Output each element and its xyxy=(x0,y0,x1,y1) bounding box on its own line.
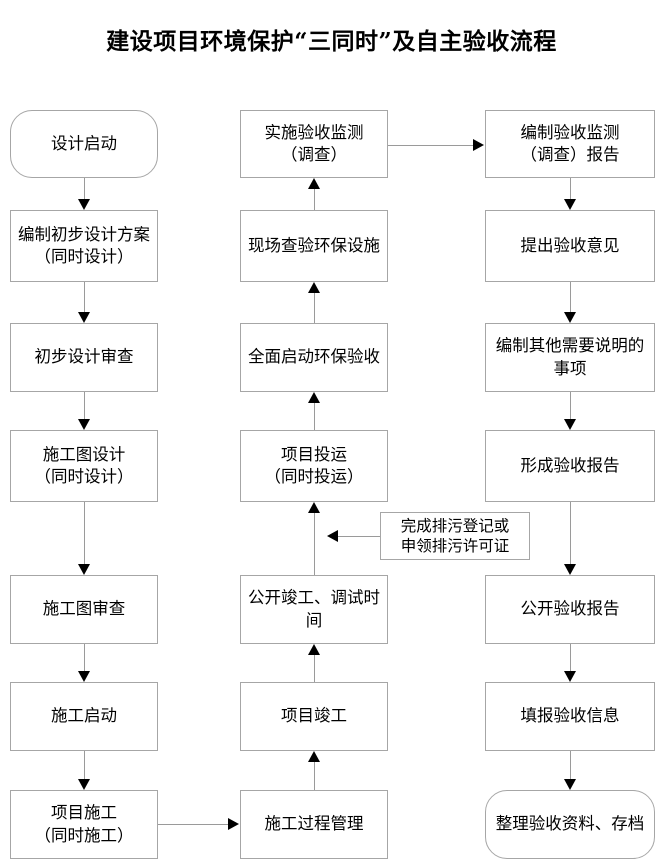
edge-m6-m5-line xyxy=(314,655,315,682)
edge-r3-r4-line xyxy=(570,392,571,419)
node-implement-acceptance-monitoring[interactable]: 实施验收监测 （调查） xyxy=(240,110,388,178)
edge-r5-r6-arrow-down-icon xyxy=(564,671,576,682)
edge-m2-m1-line xyxy=(314,189,315,210)
node-publish-completion-commissioning-time[interactable]: 公开竣工、调试时间 xyxy=(240,575,388,644)
node-label: 项目竣工 xyxy=(281,706,347,726)
node-label: 初步设计审查 xyxy=(34,347,134,367)
node-construction-drawing-design[interactable]: 施工图设计 （同时设计） xyxy=(10,430,158,502)
node-onsite-inspection-env-facilities[interactable]: 现场查验环保设施 xyxy=(240,210,388,282)
edge-l1-l2-line xyxy=(84,178,85,200)
edge-l6-l7-line xyxy=(84,751,85,779)
edge-l5-l6-line xyxy=(84,644,85,671)
node-organize-archive-materials[interactable]: 整理验收资料、存档 xyxy=(485,790,655,859)
edge-r3-r4-arrow-down-icon xyxy=(564,419,576,430)
node-label: 施工图设计 （同时设计） xyxy=(34,444,134,486)
node-issue-acceptance-opinion[interactable]: 提出验收意见 xyxy=(485,210,655,282)
pollutant-discharge-permit-note[interactable]: 完成排污登记或 申领排污许可证 xyxy=(380,512,530,560)
node-compile-other-matters[interactable]: 编制其他需要说明的 事项 xyxy=(485,323,655,392)
node-label: 公开验收报告 xyxy=(520,599,620,619)
edge-r1-r2-line xyxy=(570,178,571,199)
node-label: 整理验收资料、存档 xyxy=(495,814,645,834)
edge-l6-l7-arrow-down-icon xyxy=(78,779,90,790)
node-report-acceptance-info[interactable]: 填报验收信息 xyxy=(485,682,655,751)
node-label: 编制其他需要说明的 事项 xyxy=(495,336,645,378)
edge-l1-l2-arrow-down-icon xyxy=(78,199,90,210)
edge-l3-l4-line xyxy=(84,392,85,419)
node-label: 现场查验环保设施 xyxy=(248,235,380,255)
node-label: 公开竣工、调试时间 xyxy=(248,588,380,630)
node-label: 填报验收信息 xyxy=(520,706,620,726)
edge-m1-r1-arrow-right-icon xyxy=(473,139,484,151)
edge-m1-r1-line xyxy=(388,145,473,146)
edge-l4-l5-line xyxy=(84,502,85,564)
edge-m7-m6-line xyxy=(314,762,315,790)
edge-r2-r3-line xyxy=(570,282,571,312)
edge-m4-m3-line xyxy=(314,403,315,430)
node-label: 全面启动环保验收 xyxy=(248,347,380,367)
node-label: 编制验收监测 （调查）报告 xyxy=(520,122,620,164)
edge-m5-m4-line xyxy=(314,513,315,575)
edge-r5-r6-line xyxy=(570,644,571,671)
node-publish-acceptance-report[interactable]: 公开验收报告 xyxy=(485,575,655,644)
edge-r6-r7-arrow-down-icon xyxy=(564,779,576,790)
node-preliminary-design-review[interactable]: 初步设计审查 xyxy=(10,323,158,392)
node-label: 施工图审查 xyxy=(42,599,126,619)
edge-l2-l3-arrow-down-icon xyxy=(78,312,90,323)
node-project-construction[interactable]: 项目施工 （同时施工） xyxy=(10,790,158,859)
node-construction-start[interactable]: 施工启动 xyxy=(10,682,158,751)
edge-m4-m3-arrow-up-icon xyxy=(308,392,320,403)
node-project-operation[interactable]: 项目投运 （同时投运） xyxy=(240,430,388,502)
node-compile-acceptance-monitoring-report[interactable]: 编制验收监测 （调查）报告 xyxy=(485,110,655,178)
edge-l4-l5-arrow-down-icon xyxy=(78,564,90,575)
node-label: 形成验收报告 xyxy=(520,455,620,475)
note-label: 完成排污登记或 申领排污许可证 xyxy=(400,516,510,555)
edge-l3-l4-arrow-down-icon xyxy=(78,419,90,430)
page-title: 建设项目环境保护“三同时”及自主验收流程 xyxy=(106,28,557,55)
edge-r6-r7-line xyxy=(570,751,571,779)
edge-r4-r5-arrow-down-icon xyxy=(564,564,576,575)
edge-m7-m6-arrow-up-icon xyxy=(308,751,320,762)
node-label: 编制初步设计方案 （同时设计） xyxy=(18,224,150,266)
node-preliminary-design-plan[interactable]: 编制初步设计方案 （同时设计） xyxy=(10,210,158,282)
edge-r2-r3-arrow-down-icon xyxy=(564,312,576,323)
edge-r1-r2-arrow-down-icon xyxy=(564,199,576,210)
edge-m6-m5-arrow-up-icon xyxy=(308,644,320,655)
edge-l7-m7-arrow-right-icon xyxy=(228,818,239,830)
edge-m3-m2-arrow-up-icon xyxy=(308,282,320,293)
node-label: 施工过程管理 xyxy=(264,814,364,834)
node-label: 实施验收监测 （调查） xyxy=(264,122,364,164)
node-label: 提出验收意见 xyxy=(520,235,620,255)
edge-l2-l3-line xyxy=(84,282,85,312)
node-design-start[interactable]: 设计启动 xyxy=(10,110,158,178)
edge-m3-m2-line xyxy=(314,293,315,323)
edge-m5-m4-arrow-up-icon xyxy=(308,502,320,513)
node-label: 项目施工 （同时施工） xyxy=(34,803,134,845)
node-construction-drawing-review[interactable]: 施工图审查 xyxy=(10,575,158,644)
edge-l5-l6-arrow-down-icon xyxy=(78,671,90,682)
node-construction-process-management[interactable]: 施工过程管理 xyxy=(240,790,388,859)
edge-l7-m7-line xyxy=(158,824,228,825)
node-label: 项目投运 （同时投运） xyxy=(264,444,364,486)
edge-r4-r5-line xyxy=(570,502,571,564)
node-label: 设计启动 xyxy=(51,133,117,153)
node-form-acceptance-report[interactable]: 形成验收报告 xyxy=(485,430,655,502)
edge-note-arrow-left-icon xyxy=(327,530,338,542)
edge-m2-m1-arrow-up-icon xyxy=(308,178,320,189)
node-launch-env-acceptance[interactable]: 全面启动环保验收 xyxy=(240,323,388,392)
node-project-completion[interactable]: 项目竣工 xyxy=(240,682,388,751)
edge-note-to-m4m5-line xyxy=(338,536,380,537)
node-label: 施工启动 xyxy=(51,706,117,726)
